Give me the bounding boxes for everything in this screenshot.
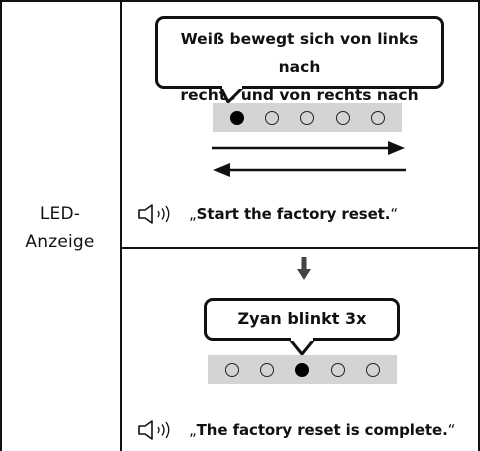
row-label: LED- Anzeige bbox=[0, 200, 120, 256]
quote-text-bottom: The factory reset is complete. bbox=[196, 421, 448, 439]
led-indicator-off bbox=[300, 110, 315, 125]
table-column-divider bbox=[120, 0, 122, 451]
speech-bubble-top: Weiß bewegt sich von links nach rechts u… bbox=[155, 16, 444, 132]
table-border-top bbox=[0, 0, 480, 2]
led-indicator-off bbox=[366, 362, 381, 377]
led-bar-top bbox=[213, 103, 402, 132]
led-indicator-off bbox=[265, 110, 280, 125]
led-indicator-off bbox=[260, 362, 275, 377]
led-indicator-off bbox=[335, 110, 350, 125]
quote-open-top: „ bbox=[189, 205, 197, 223]
arrow-left-icon bbox=[213, 163, 406, 177]
table-border-right bbox=[478, 0, 480, 451]
led-indicator-off bbox=[224, 362, 239, 377]
voice-message-bottom: „The factory reset is complete.“ bbox=[189, 421, 455, 439]
led-indicator-lit bbox=[229, 110, 244, 125]
arrow-right-icon bbox=[212, 141, 405, 155]
bubble-top-line1: Weiß bewegt sich von links nach bbox=[180, 30, 419, 76]
speech-bubble-bottom: Zyan blinkt 3x bbox=[204, 298, 400, 341]
quote-close-top: “ bbox=[390, 205, 399, 223]
led-indicator-off bbox=[371, 110, 386, 125]
speech-bubble-tail-top bbox=[219, 86, 245, 104]
led-bar-bottom bbox=[208, 355, 397, 384]
speaker-icon bbox=[138, 204, 170, 224]
arrow-down-icon bbox=[297, 257, 311, 280]
led-indicator-off bbox=[330, 362, 345, 377]
table-border-left bbox=[0, 0, 2, 451]
row-label-line2: Anzeige bbox=[25, 232, 95, 252]
quote-close-bottom: “ bbox=[447, 421, 456, 439]
bubble-bottom-text: Zyan blinkt 3x bbox=[237, 309, 367, 328]
speaker-icon bbox=[138, 420, 170, 440]
row-label-line1: LED- bbox=[39, 204, 81, 224]
led-indicator-lit bbox=[295, 362, 310, 377]
quote-open-bottom: „ bbox=[189, 421, 197, 439]
quote-text-top: Start the factory reset. bbox=[196, 205, 391, 223]
speech-bubble-tail-bottom bbox=[288, 338, 316, 356]
table-row-divider bbox=[120, 247, 480, 249]
voice-message-top: „Start the factory reset.“ bbox=[189, 205, 398, 223]
